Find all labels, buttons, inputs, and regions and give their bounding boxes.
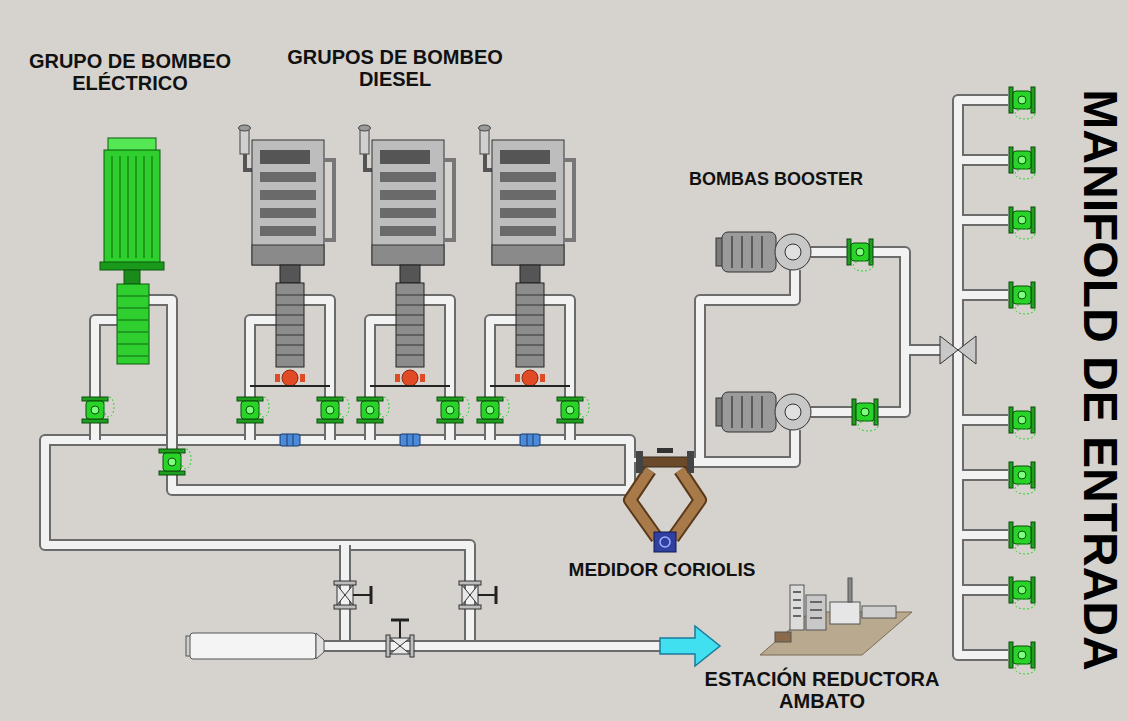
- pig-launcher: [186, 633, 324, 659]
- pipe: [811, 252, 945, 412]
- green-valve: [159, 449, 191, 475]
- junction-valve-half: [940, 336, 958, 364]
- check-valve: [400, 434, 420, 446]
- meter-body: [642, 457, 688, 467]
- electric-motor: [104, 150, 160, 264]
- green-valve: [317, 397, 349, 423]
- part-label: BOMBAS BOOSTER: [689, 170, 863, 190]
- check-valve: [520, 434, 540, 446]
- launcher-reducer: [316, 633, 324, 659]
- station-icon: [760, 578, 912, 655]
- green-valve: [1009, 642, 1035, 674]
- booster-casing: [775, 394, 811, 430]
- building: [830, 602, 860, 624]
- windows: [793, 592, 822, 618]
- booster-motor: [722, 392, 776, 432]
- green-valve: [852, 399, 878, 431]
- launcher-barrel: [190, 633, 316, 659]
- part-label: MEDIDOR CORIOLIS: [569, 560, 756, 581]
- green-valve: [1009, 577, 1035, 609]
- meter-top: [657, 448, 673, 453]
- motor-ribs: [732, 396, 762, 428]
- green-valve: [1009, 147, 1035, 179]
- green-valve: [1009, 462, 1035, 494]
- meter-flange: [636, 451, 643, 473]
- green-valve: [82, 397, 114, 423]
- vertical-title: MANIFOLD DE ENTRADA: [1076, 89, 1124, 670]
- green-valve: [1009, 407, 1035, 439]
- gate-valve: [459, 581, 496, 609]
- meter-tube: [630, 470, 657, 538]
- green-valve: [1009, 282, 1035, 314]
- green-valve: [1009, 207, 1035, 239]
- gate-valve: [334, 581, 371, 609]
- green-valve: [477, 397, 509, 423]
- pipe: [149, 300, 630, 490]
- part-label: ESTACIÓN REDUCTORA AMBATO: [682, 668, 962, 712]
- building: [862, 606, 896, 618]
- tank: [775, 632, 791, 642]
- green-valve: [1009, 522, 1035, 554]
- pipe: [318, 642, 662, 650]
- meter-tube: [673, 470, 700, 538]
- meter-flange: [687, 451, 694, 473]
- check-valve: [280, 434, 300, 446]
- coriolis-meter: [630, 448, 700, 552]
- green-valve: [1009, 87, 1035, 119]
- diesel-pump-group: [359, 125, 455, 386]
- motor-ribs: [112, 156, 152, 258]
- meter-transmitter: [654, 532, 676, 552]
- electric-pump: [117, 284, 149, 364]
- booster-casing: [775, 234, 811, 270]
- pipe: [811, 252, 945, 412]
- part-label: GRUPOS DE BOMBEO DIESEL: [270, 46, 520, 90]
- pipe: [45, 440, 640, 646]
- green-valve: [437, 397, 469, 423]
- pipe: [318, 640, 662, 652]
- booster-pump: [716, 392, 811, 432]
- flow-arrow: [660, 626, 720, 666]
- electric-pump-group: [100, 138, 164, 364]
- booster-eye: [785, 244, 801, 260]
- meter-tube-outline: [673, 470, 700, 538]
- chimney: [848, 578, 852, 602]
- building: [806, 595, 826, 630]
- junction-valve-half: [958, 336, 976, 364]
- booster-pump: [716, 232, 811, 272]
- green-valve: [237, 397, 269, 423]
- green-valve: [847, 239, 873, 271]
- diesel-pump-group: [479, 125, 575, 386]
- gate-valve: [386, 620, 414, 657]
- pipe: [45, 440, 640, 646]
- diesel-pump-group: [239, 125, 335, 386]
- meter-tube-outline: [630, 470, 657, 538]
- pipe: [688, 270, 795, 462]
- booster-motor: [722, 232, 776, 272]
- meter-dial: [660, 537, 670, 547]
- pipe: [958, 100, 1008, 655]
- coupling: [124, 270, 140, 284]
- manifold-junction-valve: [940, 336, 976, 364]
- motor-base: [100, 262, 164, 270]
- motor-ribs: [732, 236, 762, 268]
- green-valve: [557, 397, 589, 423]
- pipes: [45, 100, 1008, 655]
- green-valve: [357, 397, 389, 423]
- pipe: [958, 100, 1008, 655]
- pipe: [688, 270, 795, 462]
- booster-eye: [785, 404, 801, 420]
- pump-ribs: [117, 296, 149, 356]
- part-label: GRUPO DE BOMBEO ELÉCTRICO: [15, 50, 245, 94]
- pipe: [149, 300, 630, 490]
